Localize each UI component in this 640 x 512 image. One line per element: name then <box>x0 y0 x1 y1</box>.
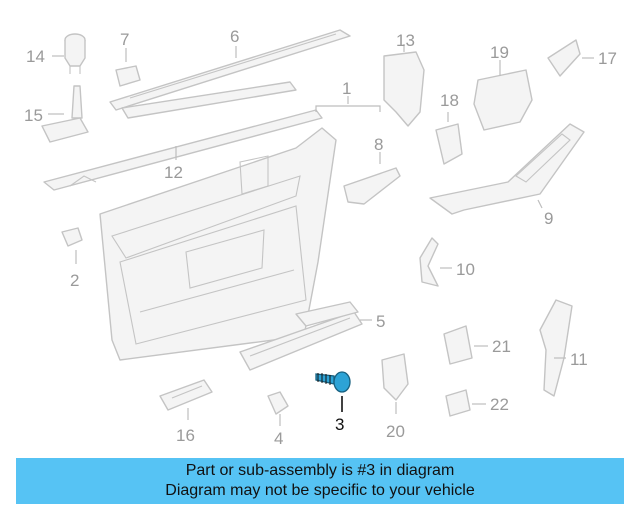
part-16-handle-bezel[interactable]: 16 <box>159 379 213 445</box>
callout-8: 8 <box>374 135 383 154</box>
callout-20: 20 <box>386 422 405 441</box>
part-19-switch[interactable]: 19 <box>473 43 533 131</box>
part-10-bracket[interactable]: 10 <box>419 237 475 287</box>
callout-3: 3 <box>335 415 344 434</box>
parts-diagram: 14 7 6 15 12 1 <box>24 27 617 448</box>
callout-13: 13 <box>396 31 415 50</box>
callout-16: 16 <box>176 426 195 445</box>
part-4-clip[interactable]: 4 <box>267 391 289 448</box>
part-14-clip[interactable]: 14 <box>26 33 86 74</box>
part-21-clip[interactable]: 21 <box>443 325 511 365</box>
callout-14: 14 <box>26 47 45 66</box>
part-8-trim-cover[interactable]: 8 <box>343 135 401 205</box>
callout-18: 18 <box>440 91 459 110</box>
callout-21: 21 <box>492 337 511 356</box>
part-9-switch-bezel[interactable]: 9 <box>429 123 585 228</box>
part-17-cover[interactable]: 17 <box>547 39 617 77</box>
part-3-screw[interactable]: 3 <box>315 371 351 434</box>
callout-12: 12 <box>164 163 183 182</box>
callout-7: 7 <box>120 30 129 49</box>
callout-4: 4 <box>274 429 283 448</box>
part-1-door-trim-panel[interactable]: 1 <box>99 79 381 361</box>
part-inner-strip[interactable] <box>121 81 297 119</box>
part-12-weatherstrip[interactable]: 12 <box>43 109 323 191</box>
part-13-bracket[interactable]: 13 <box>383 31 425 127</box>
callout-5: 5 <box>376 312 385 331</box>
info-banner: Part or sub-assembly is #3 in diagram Di… <box>16 458 624 504</box>
callout-11: 11 <box>570 350 588 369</box>
callout-19: 19 <box>490 43 509 62</box>
callout-1: 1 <box>342 79 351 98</box>
part-22-clip[interactable]: 22 <box>445 389 509 417</box>
banner-line-1: Part or sub-assembly is #3 in diagram <box>185 462 455 479</box>
banner-line-2: Diagram may not be specific to your vehi… <box>165 482 475 499</box>
part-11-seal[interactable]: 11 <box>539 299 588 397</box>
part-2-clip[interactable]: 2 <box>61 227 83 290</box>
callout-22: 22 <box>490 395 509 414</box>
part-15-pin[interactable]: 15 <box>24 85 89 143</box>
callout-9: 9 <box>544 209 553 228</box>
part-5-pull-cup[interactable]: 5 <box>239 301 385 371</box>
callout-2: 2 <box>70 271 79 290</box>
part-20-clip[interactable]: 20 <box>381 353 409 441</box>
part-7-clip[interactable]: 7 <box>115 30 141 87</box>
part-18-switch[interactable]: 18 <box>435 91 463 165</box>
callout-17: 17 <box>598 49 617 68</box>
callout-6: 6 <box>230 27 239 46</box>
callout-10: 10 <box>456 260 475 279</box>
callout-15: 15 <box>24 106 43 125</box>
part-6-belt-moulding[interactable]: 6 <box>109 27 351 111</box>
